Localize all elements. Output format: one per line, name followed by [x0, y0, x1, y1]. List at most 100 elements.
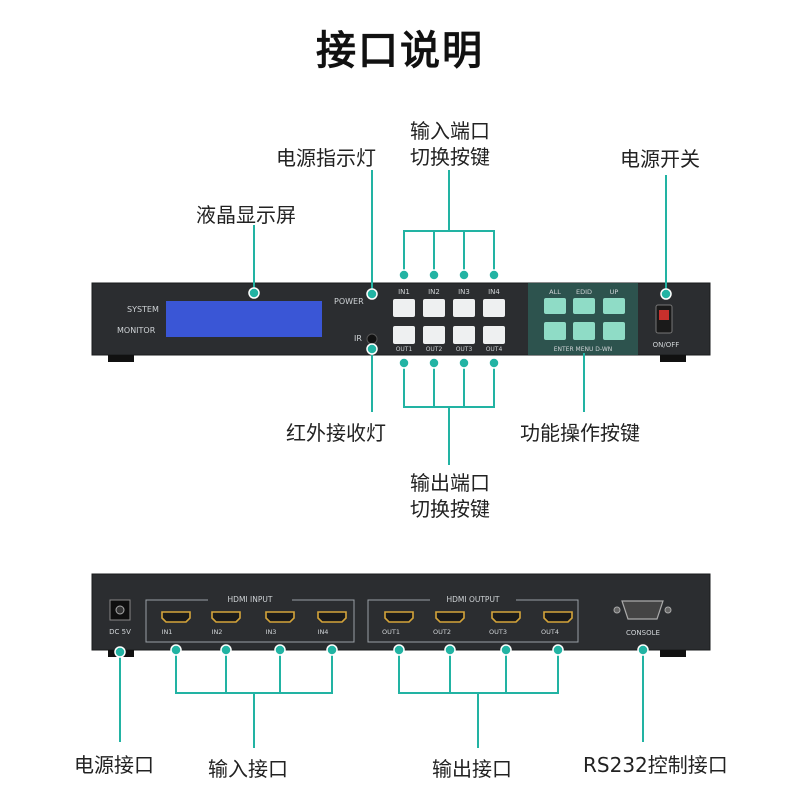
- front-callout-dots: [248, 269, 672, 369]
- rs232-screw-left: [613, 606, 621, 614]
- hdmi-out-port-1: [384, 611, 414, 623]
- rear-callout-dots: [114, 644, 649, 658]
- front-foot-left: [108, 355, 134, 362]
- dc-dot: [114, 646, 126, 658]
- hdmi-out4-dot: [552, 644, 564, 656]
- hdmi-in2-dot: [220, 644, 232, 656]
- out-key-label-3: OUT3: [456, 346, 473, 353]
- hdmi-in-bracket: [175, 652, 333, 694]
- func-key-enter[interactable]: [544, 322, 566, 340]
- hdmi-output-label: HDMI OUTPUT: [446, 595, 499, 604]
- func-key-edid[interactable]: [573, 298, 595, 314]
- console-label: CONSOLE: [626, 629, 660, 637]
- out-key-label-2: OUT2: [426, 346, 443, 353]
- in-key-label-3: IN3: [458, 288, 470, 296]
- ir-label: IR: [354, 334, 362, 343]
- hdmi-in4-dot: [326, 644, 338, 656]
- callout-input-switch: 输入端口 切换按键: [400, 118, 500, 170]
- ir-receiver: [366, 333, 378, 345]
- out3-dot: [458, 357, 470, 369]
- power-led-dot: [366, 288, 378, 300]
- ir-dot: [366, 343, 378, 355]
- hdmi-input-label-bg: [208, 594, 292, 604]
- out-key-3[interactable]: [453, 326, 475, 344]
- in-key-4[interactable]: [483, 299, 505, 317]
- lcd-screen: [166, 301, 322, 337]
- rs232-port: [621, 600, 664, 620]
- func-key-menu[interactable]: [573, 322, 595, 340]
- hdmi-out-port-3: [491, 611, 521, 623]
- callout-lcd: 液晶显示屏: [196, 203, 296, 227]
- func-key-down[interactable]: [603, 322, 625, 340]
- hdmi-in-port-1: [161, 611, 191, 623]
- dc-label: DC 5V: [109, 628, 131, 636]
- callout-input-switch-line1: 输入端口: [410, 119, 490, 143]
- output-bracket: [403, 364, 495, 408]
- out-key-4[interactable]: [483, 326, 505, 344]
- hdmi-out2-dot: [444, 644, 456, 656]
- hdmi-in1-dot: [170, 644, 182, 656]
- in-key-label-4: IN4: [488, 288, 500, 296]
- hdmi-in-label-2: IN2: [212, 628, 223, 636]
- hdmi-out-port-4: [543, 611, 573, 623]
- callout-power-led: 电源指示灯: [276, 146, 376, 170]
- callout-output-switch: 输出端口 切换按键: [400, 470, 500, 522]
- in-key-1[interactable]: [393, 299, 415, 317]
- callout-output-switch-line2: 切换按键: [410, 497, 490, 521]
- rear-callout-lines: [119, 652, 644, 748]
- callout-hdmi-in: 输入接口: [208, 757, 288, 781]
- hdmi-in-label-1: IN1: [162, 628, 173, 636]
- in2-dot: [428, 269, 440, 281]
- hdmi-out1-dot: [393, 644, 405, 656]
- func-key-up[interactable]: [603, 298, 625, 314]
- hdmi-in-port-4: [317, 611, 347, 623]
- in4-dot: [488, 269, 500, 281]
- func-key-label-edid: EDID: [576, 288, 592, 296]
- front-callout-lines: [253, 170, 667, 465]
- function-keys: ALL EDID UP: [544, 288, 625, 340]
- out-key-label-1: OUT1: [396, 346, 413, 353]
- hdmi-in3-dot: [274, 644, 286, 656]
- in-key-label-2: IN2: [428, 288, 440, 296]
- function-panel: [528, 283, 638, 355]
- hdmi-out-label-3: OUT3: [489, 628, 507, 636]
- out-key-label-4: OUT4: [486, 346, 503, 353]
- func-key-label-up: UP: [610, 288, 619, 296]
- out-key-2[interactable]: [423, 326, 445, 344]
- callout-rs232: RS232控制接口: [583, 753, 728, 777]
- callout-input-switch-line2: 切换按键: [410, 145, 490, 169]
- system-label: SYSTEM: [127, 305, 159, 314]
- hdmi-in-port-2: [211, 611, 241, 623]
- out4-dot: [488, 357, 500, 369]
- dc-jack-hole: [115, 605, 125, 615]
- hdmi-out-label-4: OUT4: [541, 628, 559, 636]
- callout-ir: 红外接收灯: [286, 421, 386, 445]
- out-key-1[interactable]: [393, 326, 415, 344]
- hdmi-output-label-bg: [430, 594, 516, 604]
- hdmi-in-label-3: IN3: [266, 628, 277, 636]
- out2-dot: [428, 357, 440, 369]
- page-title: 接口说明: [316, 28, 484, 74]
- callout-hdmi-out: 输出接口: [432, 757, 512, 781]
- out1-dot: [398, 357, 410, 369]
- in1-dot: [398, 269, 410, 281]
- power-label: POWER: [334, 297, 364, 306]
- monitor-label: MONITOR: [117, 326, 156, 335]
- callout-output-switch-line1: 输出端口: [410, 471, 490, 495]
- in-key-2[interactable]: [423, 299, 445, 317]
- power-switch-rocker: [659, 310, 669, 320]
- in-key-3[interactable]: [453, 299, 475, 317]
- hdmi-out-label-1: OUT1: [382, 628, 400, 636]
- rs232-screw-right: [664, 606, 672, 614]
- on-off-label: ON/OFF: [653, 341, 680, 349]
- input-bracket: [403, 230, 495, 272]
- lcd-dot: [248, 287, 260, 299]
- func-key-all[interactable]: [544, 298, 566, 314]
- hdmi-out-port-2: [435, 611, 465, 623]
- func-key-label-all: ALL: [549, 288, 561, 296]
